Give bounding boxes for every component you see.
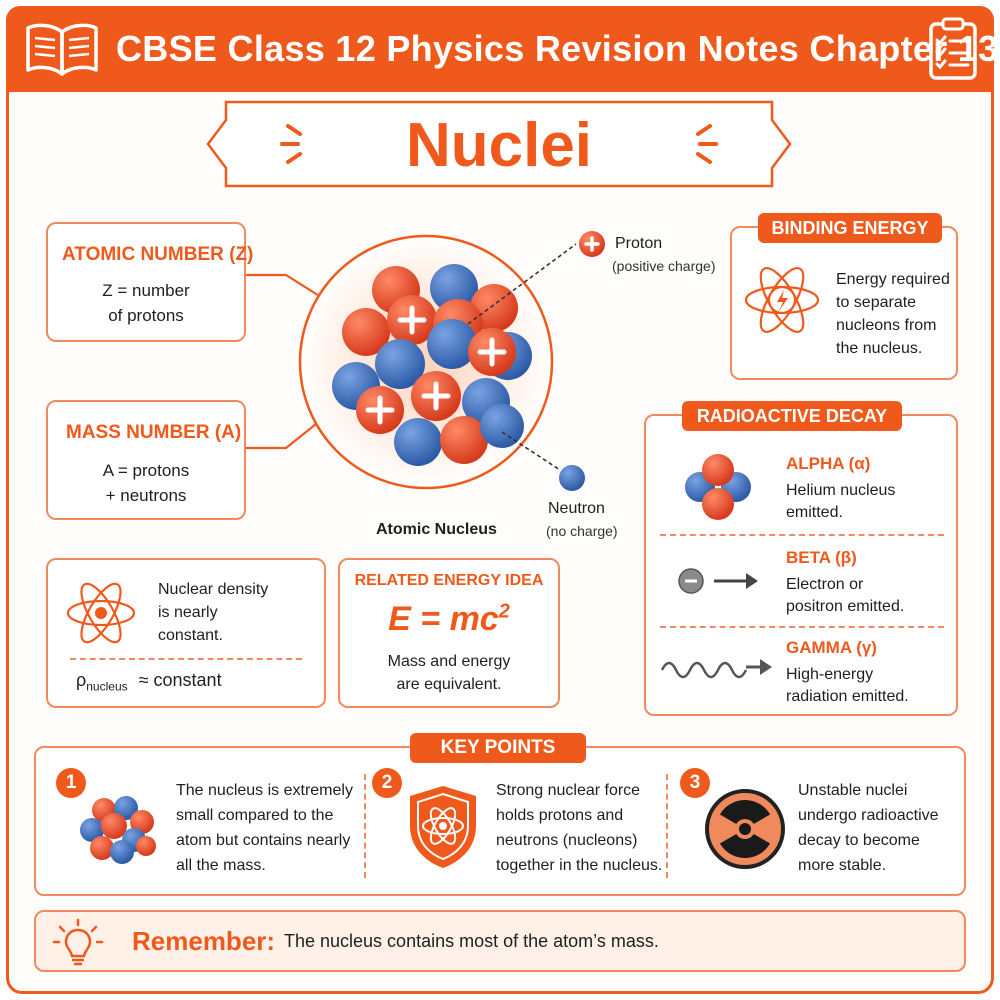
nucleus-diagram [246, 231, 605, 491]
key-point-2-line-2: holds protons and [496, 807, 624, 824]
wave-arrow-icon [660, 659, 772, 679]
remember-label: Remember: [132, 926, 276, 956]
energy-formula-exponent: 2 [498, 600, 510, 623]
binding-energy-line-1: Energy required [836, 271, 950, 288]
density-formula-rest: ≈ constant [138, 670, 222, 690]
atomic-number-card: ATOMIC NUMBER (Z) Z = number of protons [46, 222, 253, 342]
energy-idea-line-2: are equivalent. [396, 676, 502, 693]
gamma-title: GAMMA (γ) [786, 638, 877, 657]
atomic-number-heading: ATOMIC NUMBER (Z) [62, 244, 254, 265]
atom-lightning-icon [744, 267, 820, 333]
density-formula-subscript: nucleus [86, 679, 128, 694]
chapter-title: Nuclei [405, 111, 593, 180]
key-points-card: 1 The nucleus is extremely small compare… [34, 746, 966, 896]
alpha-line-2: emitted. [786, 504, 843, 521]
clipboard-checklist-icon [929, 17, 977, 80]
density-divider [70, 658, 302, 660]
key-point-3-number: 3 [680, 768, 710, 798]
key-points-divider-2 [666, 774, 668, 878]
beta-line-2: positron emitted. [786, 598, 905, 615]
atomic-number-line-1: Z = number [102, 281, 190, 300]
gamma-line-1: High-energy [786, 666, 874, 683]
energy-idea-heading: RELATED ENERGY IDEA [354, 572, 544, 589]
atom-icon [66, 582, 136, 644]
key-point-1-number: 1 [56, 768, 86, 798]
remember-bar: Remember: The nucleus contains most of t… [34, 910, 966, 972]
binding-energy-line-4: the nucleus. [836, 340, 923, 357]
shield-atom-icon [410, 786, 476, 868]
energy-idea-card: RELATED ENERGY IDEA E = mc2 Mass and ene… [338, 558, 560, 708]
key-point-1-line-4: all the mass. [176, 857, 266, 874]
page-title: CBSE Class 12 Physics Revision Notes Cha… [116, 28, 999, 69]
binding-energy-line-2: to separate [836, 294, 917, 311]
key-point-2-line-4: together in the nucleus. [496, 857, 663, 874]
proton-note: (positive charge) [612, 258, 716, 274]
binding-energy-card: Energy required to separate nucleons fro… [730, 226, 958, 380]
key-points-divider-1 [364, 774, 366, 878]
mass-number-line-2: + neutrons [105, 486, 187, 505]
energy-formula-base: E = mc [388, 600, 499, 638]
electron-arrow-icon [678, 568, 758, 594]
open-book-icon [26, 23, 98, 76]
atomic-number-line-2: of protons [108, 306, 184, 325]
key-point-2-number: 2 [372, 768, 402, 798]
binding-energy-heading: BINDING ENERGY [758, 213, 942, 243]
beta-title: BETA (β) [786, 548, 857, 567]
chapter-banner: Nuclei [206, 100, 792, 188]
density-line-3: constant. [158, 627, 223, 644]
energy-idea-line-1: Mass and energy [387, 653, 511, 670]
mass-number-heading: MASS NUMBER (A) [66, 422, 242, 443]
density-line-1: Nuclear density [158, 581, 269, 598]
nucleon-cluster [332, 264, 532, 466]
radiation-icon [705, 789, 785, 869]
nucleus-caption: Atomic Nucleus [376, 521, 497, 538]
key-point-1-line-1: The nucleus is extremely [176, 782, 353, 799]
neutron-legend-ball [559, 465, 585, 491]
beta-line-1: Electron or [786, 576, 864, 593]
key-point-2-line-1: Strong nuclear force [496, 782, 641, 799]
key-point-3-line-4: more stable. [798, 857, 887, 874]
decay-divider-2 [660, 626, 944, 628]
radioactive-decay-heading: RADIOACTIVE DECAY [682, 401, 902, 431]
banner-frame [206, 100, 792, 188]
density-formula-symbol: ρ [76, 670, 87, 690]
key-point-3-line-3: decay to become [798, 832, 920, 849]
key-point-1-line-3: atom but contains nearly [176, 832, 351, 849]
binding-energy-line-3: nucleons from [836, 317, 937, 334]
gamma-line-2: radiation emitted. [786, 688, 909, 705]
nuclear-density-card: Nuclear density is nearly constant. ρnuc… [46, 558, 326, 708]
radioactive-decay-card: ALPHA (α) Helium nucleus emitted. BETA (… [644, 414, 958, 716]
neutron-label: Neutron [548, 500, 605, 517]
header-bar: CBSE Class 12 Physics Revision Notes Cha… [6, 6, 999, 92]
lightbulb-icon [52, 918, 104, 966]
helium-nucleus-icon [685, 454, 751, 520]
neutron-note: (no charge) [546, 523, 618, 539]
nucleus-icon [80, 796, 156, 864]
density-line-2: is nearly [158, 604, 218, 621]
alpha-line-1: Helium nucleus [786, 482, 896, 499]
remember-text: The nucleus contains most of the atom’s … [284, 931, 659, 951]
proton-label: Proton [615, 235, 663, 252]
key-point-3-line-1: Unstable nuclei [798, 782, 908, 799]
alpha-title: ALPHA (α) [786, 454, 871, 473]
key-point-1-line-2: small compared to the [176, 807, 334, 824]
key-point-2-line-3: neutrons (nucleons) [496, 832, 638, 849]
density-formula: ρnucleus ≈ constant [76, 670, 222, 694]
energy-formula: E = mc2 [340, 600, 558, 639]
decay-divider-1 [660, 534, 944, 536]
key-point-3-line-2: undergo radioactive [798, 807, 939, 824]
mass-number-card: MASS NUMBER (A) A = protons + neutrons [46, 400, 246, 520]
mass-number-line-1: A = protons [102, 461, 190, 480]
key-points-heading: KEY POINTS [410, 733, 586, 763]
